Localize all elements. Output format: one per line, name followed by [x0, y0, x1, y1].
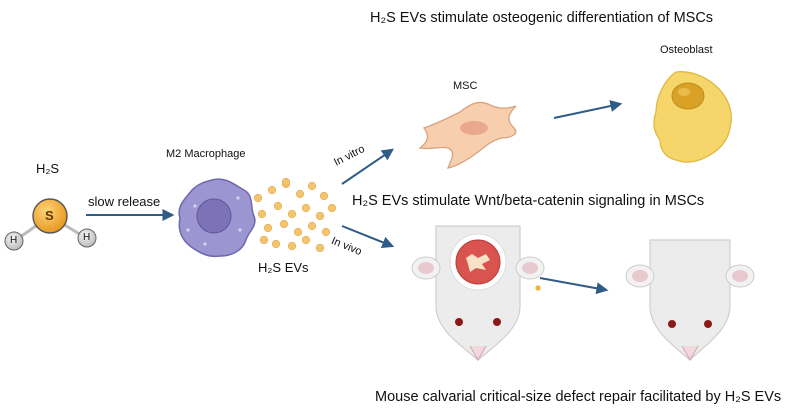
mouse-with-defect-icon — [411, 225, 545, 362]
in-vitro-arrow — [341, 148, 394, 185]
repaired-mouse-icon — [625, 239, 755, 362]
ev-dot — [315, 211, 325, 221]
hydrogen-atom-left-label: H — [10, 235, 18, 246]
h2s-label: H₂S — [36, 161, 60, 176]
ev-dot — [263, 223, 273, 233]
ev-dot — [271, 239, 281, 249]
h2s-molecule-icon — [4, 198, 97, 251]
ev-dot — [319, 191, 329, 201]
ev-dot — [257, 209, 267, 219]
osteoblast-icon — [653, 71, 732, 163]
evs-label: H₂S EVs — [258, 260, 309, 275]
ev-dot — [281, 177, 291, 187]
ev-dot — [287, 241, 297, 251]
macrophage-label: M2 Macrophage — [166, 148, 246, 160]
hydrogen-atom-right-label: H — [83, 232, 91, 243]
macrophage-icon — [178, 178, 256, 258]
ev-dot — [253, 193, 263, 203]
ev-dot — [315, 243, 325, 253]
ev-dot — [259, 235, 269, 245]
osteoblast-label: Osteoblast — [660, 44, 713, 56]
title-osteogenic: H₂S EVs stimulate osteogenic differentia… — [370, 10, 714, 26]
extracellular-vesicles-icon — [253, 177, 337, 253]
ev-dot — [321, 227, 331, 237]
ev-dot — [295, 189, 305, 199]
ev-dot — [301, 235, 311, 245]
ev-dot — [293, 227, 303, 237]
ev-dot — [287, 209, 297, 219]
ev-dot — [307, 181, 317, 191]
implant-marker-icon — [535, 285, 541, 291]
ev-dot — [267, 185, 277, 195]
ev-dot — [273, 201, 283, 211]
msc-label: MSC — [453, 80, 478, 92]
msc-cell-icon — [418, 101, 517, 169]
differentiation-arrow — [553, 100, 623, 119]
in-vivo-arrow — [341, 225, 395, 249]
ev-dot — [327, 203, 337, 213]
title-wnt-signaling: H₂S EVs stimulate Wnt/beta-catenin signa… — [352, 193, 705, 209]
ev-dot — [307, 221, 317, 231]
repair-arrow — [539, 277, 609, 295]
ev-dot — [301, 203, 311, 213]
sulfur-atom-label: S — [45, 208, 54, 223]
caption-defect-repair: Mouse calvarial critical-size defect rep… — [375, 389, 782, 405]
slow-release-label: slow release — [88, 194, 161, 209]
ev-dot — [279, 219, 289, 229]
